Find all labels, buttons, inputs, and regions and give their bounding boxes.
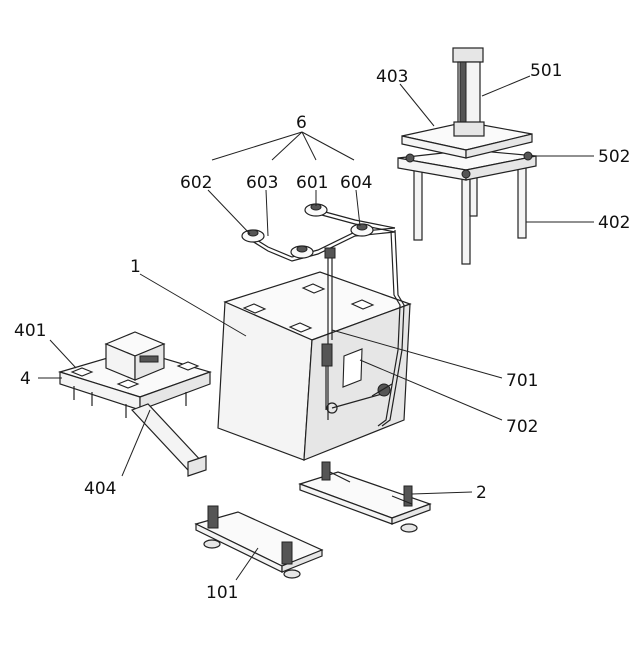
base-plate-2 — [300, 462, 430, 532]
label-6: 6 — [296, 113, 307, 133]
label-601: 601 — [296, 173, 328, 193]
label-702: 702 — [506, 417, 538, 437]
label-403: 403 — [376, 67, 408, 87]
label-1: 1 — [130, 257, 141, 277]
label-404: 404 — [84, 479, 116, 499]
label-401: 401 — [14, 321, 46, 341]
press-frame — [398, 48, 536, 264]
left-platform — [60, 332, 210, 476]
main-box — [218, 272, 410, 460]
label-402: 402 — [598, 213, 630, 233]
label-502: 502 — [598, 147, 630, 167]
label-501: 501 — [530, 61, 562, 81]
label-602: 602 — [180, 173, 212, 193]
label-701: 701 — [506, 371, 538, 391]
base-plate-101 — [196, 506, 322, 578]
label-4: 4 — [20, 369, 31, 389]
label-2: 2 — [476, 483, 487, 503]
label-101: 101 — [206, 583, 238, 603]
label-604: 604 — [340, 173, 372, 193]
label-603: 603 — [246, 173, 278, 193]
